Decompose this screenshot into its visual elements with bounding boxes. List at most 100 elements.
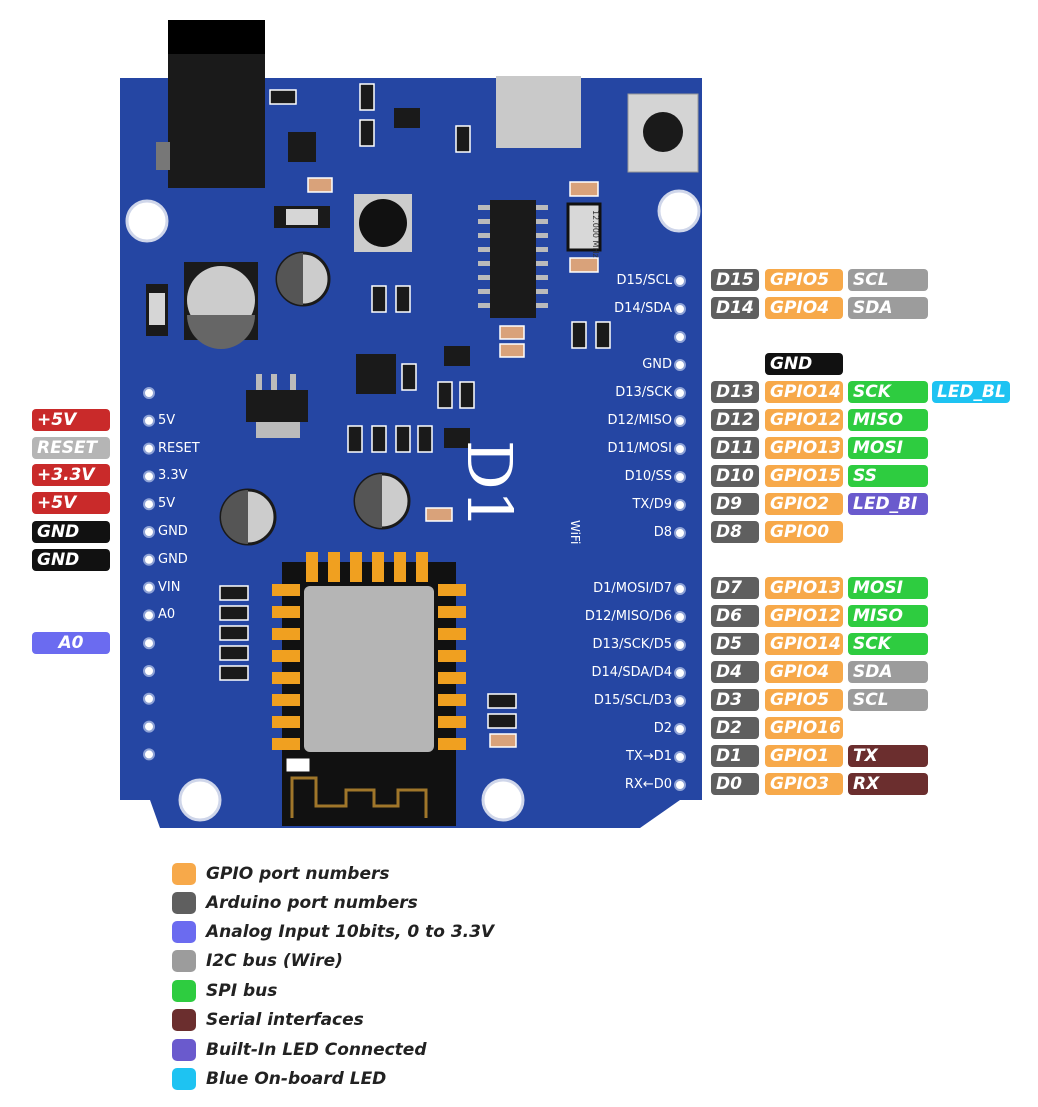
header-pin	[674, 499, 686, 511]
tag-i2c: SDA	[848, 297, 928, 319]
pin-label: GND	[158, 524, 188, 539]
header-pin	[674, 723, 686, 735]
header-pin	[143, 692, 155, 705]
board-brand-sub: WiFi	[568, 520, 582, 545]
legend-swatch	[172, 980, 196, 1002]
header-pin	[674, 359, 686, 371]
header-pin	[674, 415, 686, 427]
tag-arduino: D6	[711, 605, 759, 627]
mount-hole	[481, 778, 525, 822]
header-pin	[143, 553, 155, 566]
capacitor-large-band	[187, 315, 255, 349]
esp-shield	[304, 586, 434, 752]
pin-label: D10/SS	[624, 469, 672, 484]
tag-reset: RESET	[32, 437, 110, 459]
esp-left-pads	[272, 584, 300, 750]
tag-gpio: GPIO4	[765, 661, 843, 683]
header-pin	[674, 695, 686, 707]
reset-button-cap[interactable]	[643, 112, 683, 152]
tag-arduino: D15	[711, 269, 759, 291]
dc-jack-shade	[168, 20, 265, 54]
regulator-tab	[256, 418, 300, 438]
pin-label: TX/D9	[632, 497, 672, 512]
legend-label: GPIO port numbers	[206, 864, 390, 884]
pin-label: VIN	[158, 579, 181, 595]
tag-analog-a0: A0	[32, 632, 110, 654]
esp-antenna	[290, 776, 428, 818]
legend-label: Blue On-board LED	[206, 1069, 387, 1089]
esp-right-pads	[438, 584, 466, 750]
pin-label: D15/SCL	[616, 273, 672, 288]
tag-arduino: D14	[711, 297, 759, 319]
transistor	[444, 346, 470, 366]
capacitor-small-band	[277, 253, 303, 305]
tag-i2c: SDA	[848, 661, 928, 683]
tag-spi: SCK	[848, 633, 928, 655]
legend-swatch	[172, 863, 196, 885]
tag-spi: SCK	[848, 381, 928, 403]
tag-arduino: D13	[711, 381, 759, 403]
header-pin	[143, 414, 155, 427]
tag-builtin-led: LED_BI	[848, 493, 928, 515]
tag-gpio: GPIO14	[765, 381, 843, 403]
pin-label: D2	[653, 721, 672, 736]
tag-gpio: GPIO14	[765, 633, 843, 655]
tag-spi: MISO	[848, 605, 928, 627]
tag-arduino: D9	[711, 493, 759, 515]
ic-pins-right	[536, 205, 548, 308]
header-pin	[674, 751, 686, 763]
tag-arduino: D12	[711, 409, 759, 431]
pin-label: 3.3V	[158, 468, 188, 484]
tag-power-3v3: +3.3V	[32, 464, 110, 486]
tag-i2c: SCL	[848, 689, 928, 711]
pin-label: D13/SCK/D5	[592, 637, 672, 652]
tag-gnd: GND	[765, 353, 843, 375]
tag-serial: TX	[848, 745, 928, 767]
header-pin	[674, 527, 686, 539]
pin-label: D8	[653, 525, 672, 540]
header-pin	[674, 471, 686, 483]
header-pin	[674, 583, 686, 595]
mount-hole	[657, 189, 701, 233]
left-header-pins	[143, 387, 155, 761]
pin-label: A0	[158, 607, 176, 623]
header-pin	[143, 498, 155, 511]
tag-arduino: D0	[711, 773, 759, 795]
tag-spi: MISO	[848, 409, 928, 431]
tag-gpio: GPIO3	[765, 773, 843, 795]
header-pin	[143, 637, 155, 650]
tag-power-5v: +5V	[32, 409, 110, 431]
legend-label: Arduino port numbers	[206, 893, 418, 913]
tag-blue-led: LED_BL	[932, 381, 1010, 403]
header-pin	[143, 442, 155, 455]
capacitor-band	[355, 474, 382, 528]
legend-swatch	[172, 892, 196, 914]
inductor-core	[359, 199, 407, 247]
legend-swatch	[172, 1009, 196, 1031]
tag-power-5v: +5V	[32, 492, 110, 514]
tag-gpio: GPIO13	[765, 577, 843, 599]
pin-label: D11/MOSI	[607, 441, 672, 456]
tag-arduino: D8	[711, 521, 759, 543]
pin-label: 5V	[158, 412, 176, 428]
transistor	[394, 108, 420, 128]
tag-gpio: GPIO15	[765, 465, 843, 487]
tag-serial: RX	[848, 773, 928, 795]
legend-swatch	[172, 950, 196, 972]
header-pin	[143, 665, 155, 677]
tag-gpio: GPIO0	[765, 521, 843, 543]
pcb	[120, 78, 702, 828]
header-pin	[674, 275, 686, 287]
diode-body	[286, 209, 318, 225]
tag-gpio: GPIO12	[765, 409, 843, 431]
tag-gpio: GPIO4	[765, 297, 843, 319]
transistor	[444, 428, 470, 448]
regulator-pin	[256, 374, 262, 390]
legend-swatch	[172, 1039, 196, 1061]
regulator-pin	[271, 374, 277, 390]
pin-label: D14/SDA	[614, 301, 672, 316]
pin-label: D12/MISO/D6	[584, 609, 672, 624]
mount-hole	[178, 778, 222, 822]
ic-pins-left	[478, 205, 490, 308]
tag-gpio: GPIO5	[765, 689, 843, 711]
